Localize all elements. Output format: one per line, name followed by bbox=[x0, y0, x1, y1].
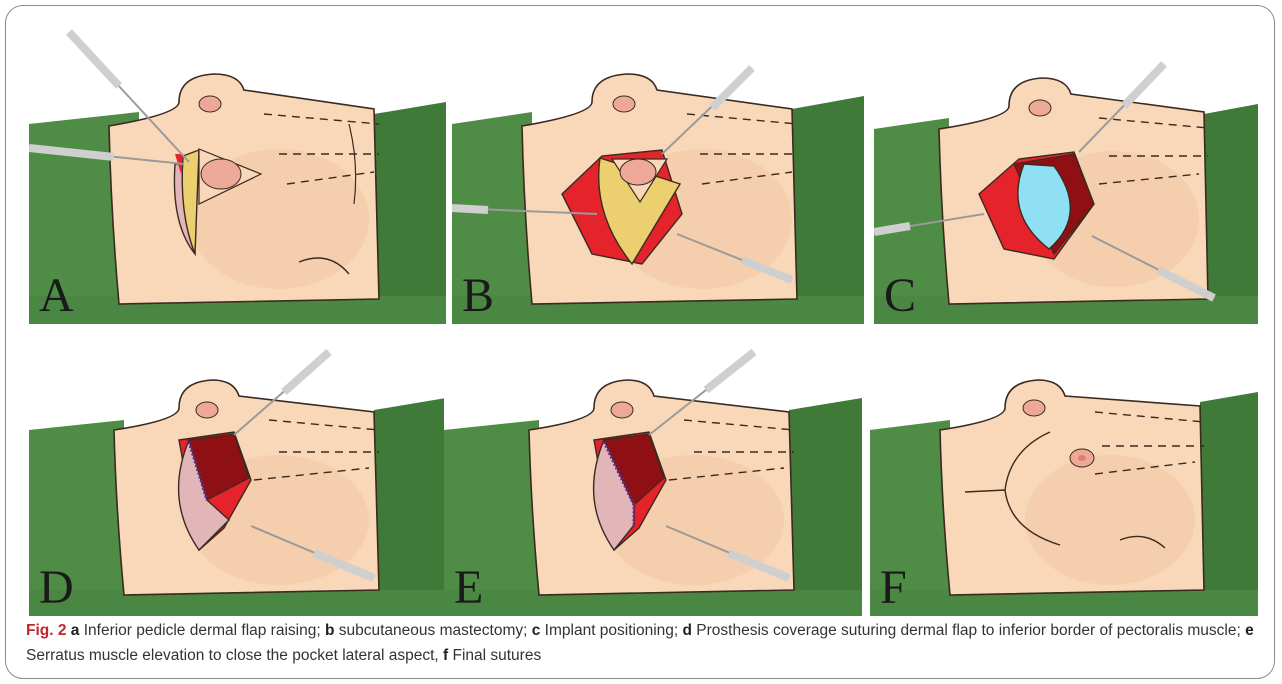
caption-key-d: d bbox=[683, 622, 692, 639]
panel-letter: F bbox=[880, 564, 907, 612]
drape-right bbox=[374, 102, 446, 324]
caption-text-d: Prosthesis coverage suturing dermal flap… bbox=[692, 622, 1245, 639]
caption-text-e: Serratus muscle elevation to close the p… bbox=[26, 647, 443, 664]
caption-text-a: Inferior pedicle dermal flap raising; bbox=[79, 622, 325, 639]
panel-e-illustration bbox=[444, 340, 862, 616]
panel-b-illustration bbox=[452, 14, 864, 324]
panel-e: E bbox=[444, 340, 862, 616]
panel-f: F bbox=[870, 340, 1258, 616]
panel-a-illustration bbox=[29, 14, 446, 324]
areola-head bbox=[199, 96, 221, 112]
panel-d-illustration bbox=[29, 340, 446, 616]
panel-letter: E bbox=[454, 564, 483, 612]
panel-f-illustration bbox=[870, 340, 1258, 616]
panel-letter: B bbox=[462, 272, 494, 320]
panel-d: D bbox=[29, 340, 446, 616]
panel-letter: A bbox=[39, 272, 74, 320]
figure-caption: Fig. 2 a Inferior pedicle dermal flap ra… bbox=[26, 618, 1256, 668]
panel-b: B bbox=[452, 14, 864, 324]
panel-letter: D bbox=[39, 564, 74, 612]
caption-text-b: subcutaneous mastectomy; bbox=[334, 622, 531, 639]
caption-fig-label: Fig. 2 bbox=[26, 622, 66, 639]
caption-text-f: Final sutures bbox=[448, 647, 541, 664]
areola bbox=[201, 159, 241, 189]
panel-a: A bbox=[29, 14, 446, 324]
panel-letter: C bbox=[884, 272, 916, 320]
panel-c-illustration bbox=[874, 14, 1258, 324]
panel-c: C bbox=[874, 14, 1258, 324]
caption-text-c: Implant positioning; bbox=[540, 622, 682, 639]
caption-key-e: e bbox=[1245, 622, 1254, 639]
